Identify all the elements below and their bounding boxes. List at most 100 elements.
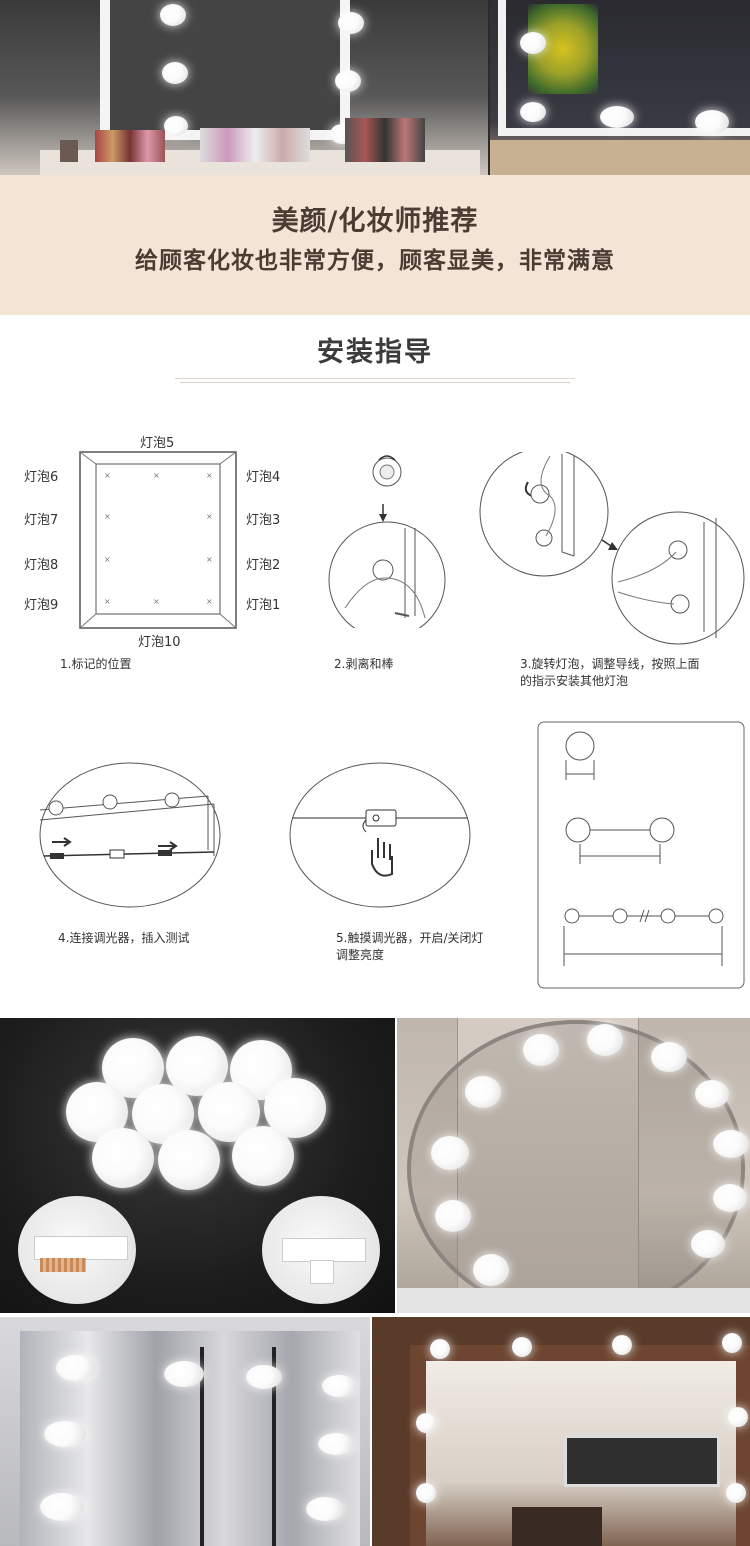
bulb-icon (728, 1407, 748, 1427)
step-5-line-1: 5.触摸调光器，开启/关闭灯 (336, 931, 484, 945)
bulb-label-3: 灯泡3 (246, 513, 281, 528)
bulb-icon (164, 116, 188, 136)
bulb-icon (40, 1493, 84, 1521)
bulb-icon (473, 1254, 509, 1286)
step-3-line-1: 3.旋转灯泡，调整导线，按照上面 (520, 657, 700, 671)
bulb-icon (318, 1433, 354, 1455)
bulb-icon (512, 1337, 532, 1357)
bulb-icon (465, 1076, 501, 1108)
bulb-icon (713, 1184, 747, 1212)
bulb-icon (600, 106, 634, 128)
bulb-icon (523, 1034, 559, 1066)
title-divider (175, 378, 575, 379)
step-4-text: 4.连接调光器，插入测试 (58, 931, 190, 945)
round-mirror-photo (397, 1018, 750, 1313)
wall-painting (564, 1435, 720, 1487)
bulb-icon (691, 1230, 725, 1258)
dresser-top (490, 140, 750, 175)
bulb-label-9: 灯泡9 (24, 598, 59, 613)
promo-banner: 美颜/化妆师推荐 给顾客化妆也非常方便，顾客显美，非常满意 (0, 175, 750, 315)
bulb-label-5: 灯泡5 (140, 436, 175, 451)
svg-text:×: × (206, 555, 213, 564)
peel-diagram (328, 455, 446, 628)
mirror-diagram: ××× ×× ×× ××× (79, 451, 237, 629)
bulb-label-6: 灯泡6 (24, 470, 59, 485)
bulb-label-1: 灯泡1 (246, 598, 281, 613)
vanity-mirror-photo (490, 0, 750, 175)
bulb-icon (612, 1335, 632, 1355)
bulb-icon (56, 1355, 96, 1381)
svg-text:×: × (206, 597, 213, 606)
bulb-icon (306, 1497, 344, 1521)
step-1-text: 1.标记的位置 (60, 657, 132, 671)
vanity-mirror-photo (0, 0, 488, 175)
bulb-icon (435, 1200, 471, 1232)
bulb-icon (520, 32, 546, 54)
bulb-cluster-photo (0, 1018, 395, 1313)
bulb-icon (335, 70, 361, 92)
svg-text:×: × (153, 597, 160, 606)
step-2-text: 2.剥离和棒 (334, 657, 394, 671)
touch-dimmer-diagram (289, 762, 471, 908)
cosmetic-rack (200, 128, 310, 162)
step-5-text: 5.触摸调光器，开启/关闭灯 调整亮度 (336, 930, 484, 964)
bulb-icon (587, 1024, 623, 1056)
mount-stem (310, 1260, 334, 1284)
step-3-line-2: 的指示安装其他灯泡 (520, 674, 629, 688)
bulb-icon (416, 1483, 436, 1503)
panel-divider (272, 1347, 276, 1546)
bulb-icon (158, 1130, 220, 1190)
mirror-frame (100, 0, 350, 140)
mount-base (282, 1238, 366, 1262)
bulb-icon (430, 1339, 450, 1359)
mount-closeup (18, 1196, 136, 1304)
bulb-icon (722, 1333, 742, 1353)
bulb-icon (322, 1375, 356, 1397)
bulb-icon (651, 1042, 687, 1072)
bulb-label-10: 灯泡10 (138, 635, 181, 650)
guide-title: 安装指导 (317, 337, 433, 368)
step-3-text: 3.旋转灯泡，调整导线，按照上面 的指示安装其他灯泡 (520, 656, 699, 690)
bulb-icon (338, 12, 364, 34)
wood-frame-mirror-photo (372, 1317, 750, 1546)
bulb-label-8: 灯泡8 (24, 558, 59, 573)
cosmetic-item (60, 140, 78, 162)
banner-title: 美颜/化妆师推荐 (271, 206, 479, 237)
svg-text:×: × (104, 597, 111, 606)
wardrobe-mirror-photo (0, 1317, 370, 1546)
furniture (512, 1507, 602, 1546)
connect-dimmer-diagram (39, 762, 221, 908)
bulb-icon (162, 62, 188, 84)
bulb-icon (695, 1080, 729, 1108)
cosmetic-rack (95, 130, 165, 162)
svg-text:×: × (104, 471, 111, 480)
title-divider (180, 382, 570, 383)
wire-coil (40, 1258, 86, 1272)
bulb-icon (160, 4, 186, 26)
rotate-bulb-diagram (479, 452, 745, 645)
panel-divider (200, 1347, 204, 1546)
svg-text:×: × (206, 471, 213, 480)
bulb-icon (164, 1361, 204, 1387)
bulb-icon (416, 1413, 436, 1433)
bulb-icon (431, 1136, 469, 1170)
mount-base (34, 1236, 128, 1260)
bulb-icon (246, 1365, 282, 1389)
svg-text:×: × (104, 512, 111, 521)
spacing-diagram (537, 721, 745, 989)
bulb-icon (232, 1126, 294, 1186)
bulb-label-7: 灯泡7 (24, 513, 59, 528)
svg-text:×: × (206, 512, 213, 521)
bulb-icon (92, 1128, 154, 1188)
bulb-label-2: 灯泡2 (246, 558, 281, 573)
bulb-icon (44, 1421, 86, 1447)
mount-closeup (262, 1196, 380, 1304)
bulb-icon (726, 1483, 746, 1503)
bulb-icon (520, 102, 546, 122)
dresser-top (397, 1288, 750, 1313)
top-photo-strip (0, 0, 750, 175)
bulb-label-4: 灯泡4 (246, 470, 281, 485)
svg-text:×: × (153, 471, 160, 480)
banner-subtitle: 给顾客化妆也非常方便，顾客显美，非常满意 (135, 248, 615, 274)
cosmetic-rack (345, 118, 425, 162)
